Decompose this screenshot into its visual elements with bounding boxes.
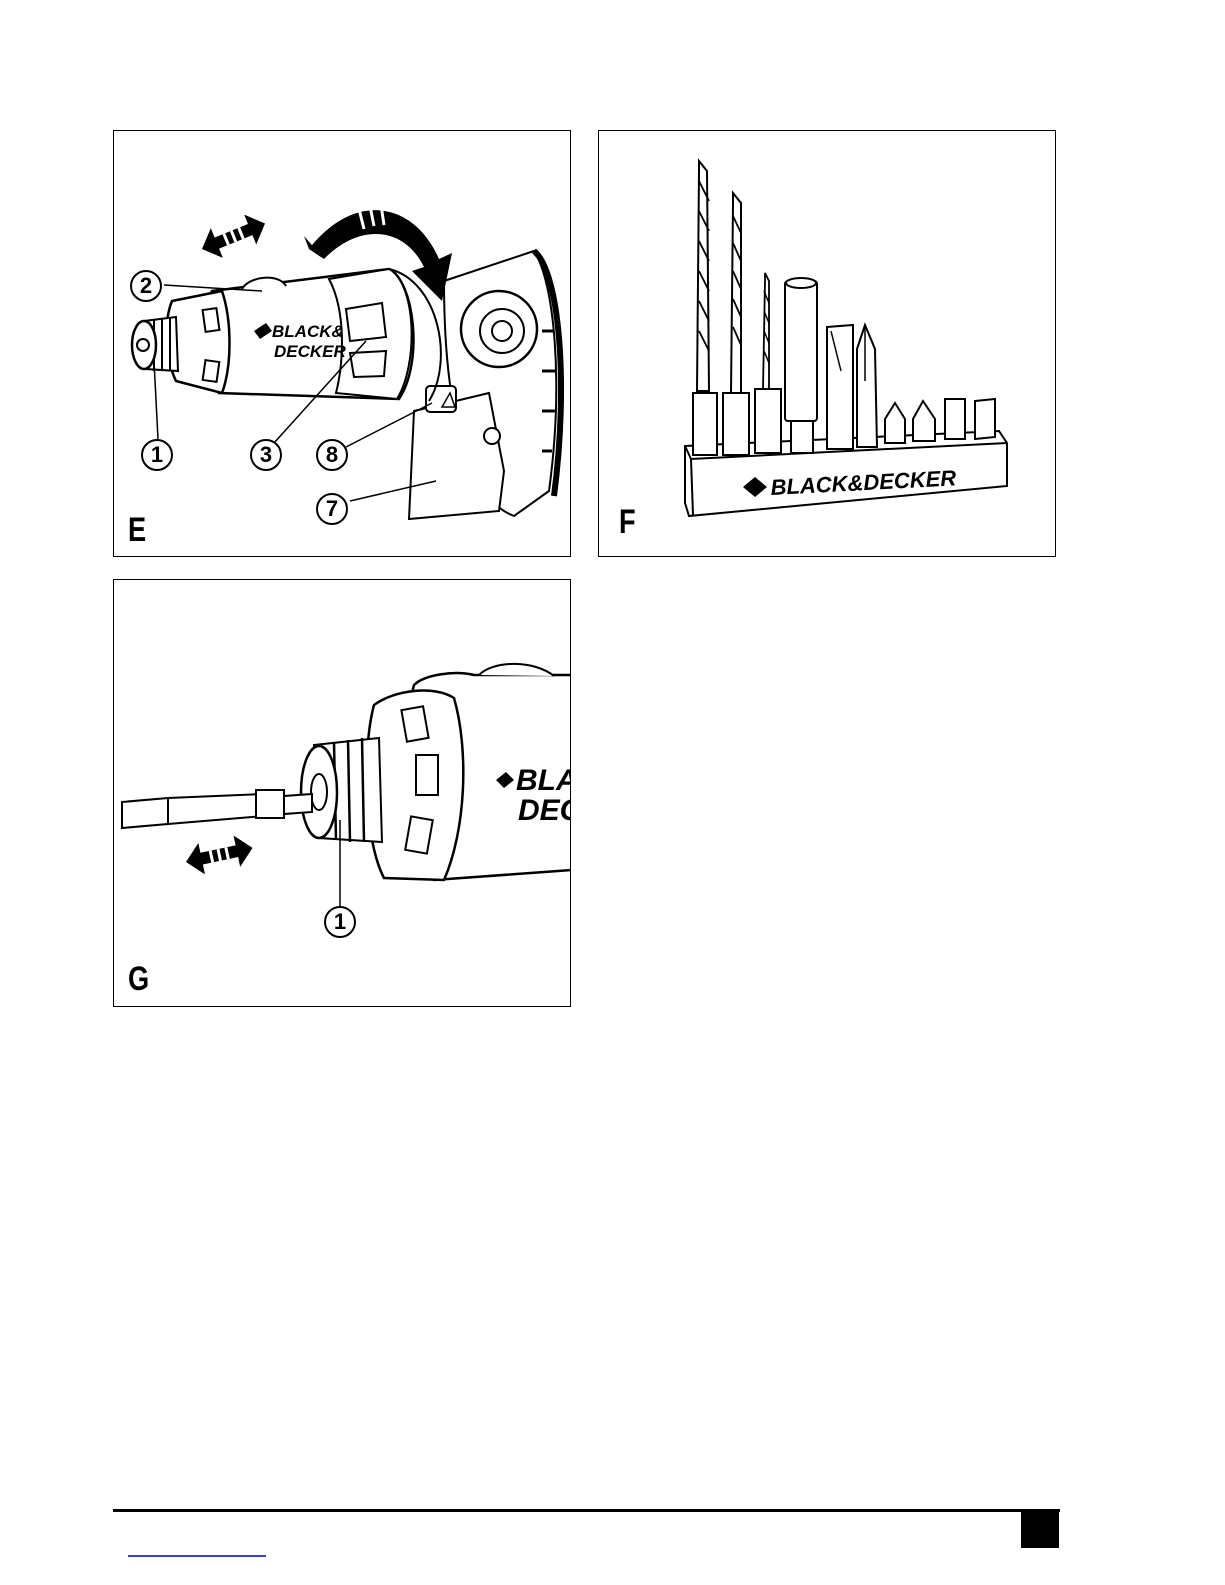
double-arrow-icon bbox=[183, 832, 256, 877]
callout-1: 1 bbox=[324, 906, 356, 938]
footer-link-underline[interactable] bbox=[128, 1555, 266, 1557]
callout-8: 8 bbox=[316, 439, 348, 471]
figure-letter-g: G bbox=[128, 962, 149, 996]
page-number-box bbox=[1021, 1512, 1059, 1548]
tool-logo-line2: DECKER bbox=[274, 342, 347, 361]
footer-rule bbox=[113, 1509, 1060, 1512]
figure-letter-e: E bbox=[128, 513, 146, 547]
figure-e-illustration: BLACK& DECKER bbox=[114, 131, 571, 557]
figure-g-panel: BLAC DEC 1 G bbox=[113, 579, 571, 1007]
tool-logo-partial-line1: BLAC bbox=[516, 764, 571, 797]
callout-2: 2 bbox=[130, 270, 162, 302]
double-arrow-icon bbox=[196, 209, 271, 264]
callout-7: 7 bbox=[316, 493, 348, 525]
figure-e-panel: BLACK& DECKER 2 1 3 8 7 E bbox=[113, 130, 571, 557]
callout-3: 3 bbox=[250, 439, 282, 471]
callout-1: 1 bbox=[141, 439, 173, 471]
figure-f-illustration: BLACK&DECKER bbox=[599, 131, 1056, 557]
tool-logo-partial-line2: DEC bbox=[518, 794, 571, 827]
figure-letter-f: F bbox=[619, 505, 636, 539]
tool-logo-line1: BLACK& bbox=[272, 322, 344, 341]
figure-f-panel: BLACK&DECKER F bbox=[598, 130, 1056, 557]
figure-g-illustration: BLAC DEC bbox=[114, 580, 571, 1007]
